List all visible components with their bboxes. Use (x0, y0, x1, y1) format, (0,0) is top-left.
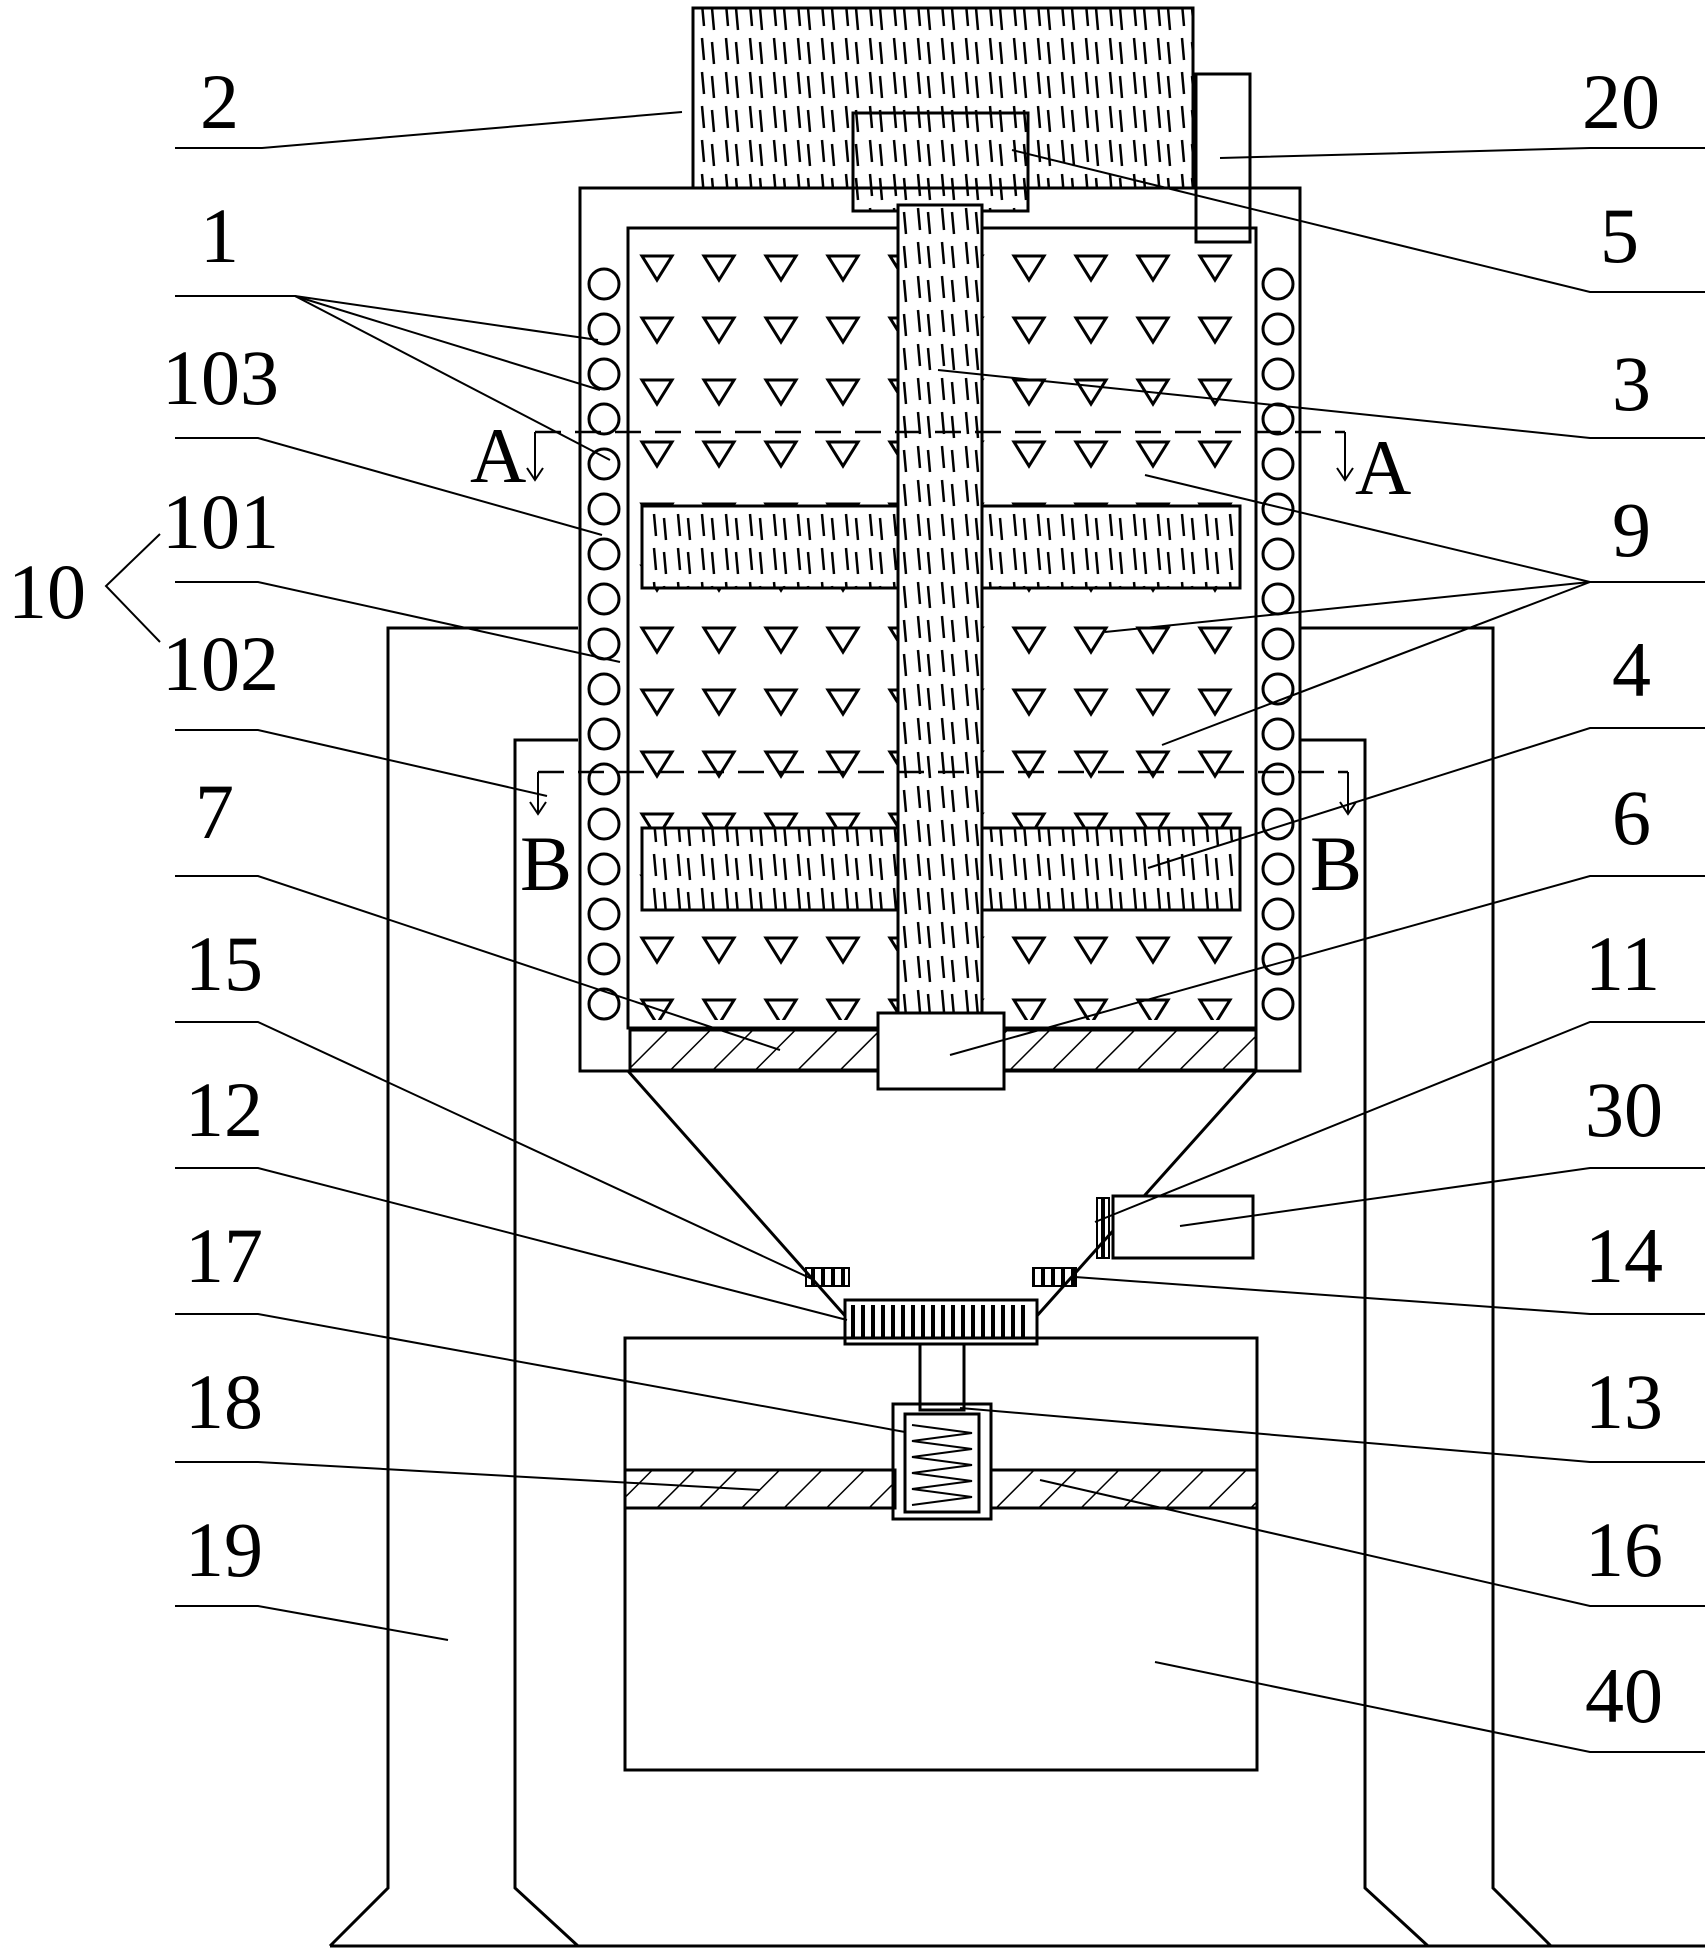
outer-frame (328, 626, 1553, 1948)
label-103: 103 (162, 334, 279, 421)
coil-turn (587, 447, 621, 481)
coil-turn (587, 312, 621, 346)
shaft-bearing (876, 1011, 1006, 1091)
label-1: 1 (200, 192, 239, 279)
label-101: 101 (162, 478, 279, 565)
coil-turn (587, 402, 621, 436)
coil-turn (1261, 672, 1295, 706)
valve-stem (918, 1344, 966, 1412)
coil-turn (587, 267, 621, 301)
label-3: 3 (1612, 340, 1651, 427)
label-7: 7 (195, 768, 234, 855)
spring-coil (911, 1424, 973, 1506)
label-5: 5 (1600, 192, 1639, 279)
section-a-left: A (470, 412, 526, 499)
coil-turn (587, 762, 621, 796)
label-12: 12 (185, 1066, 263, 1153)
leader-lines (104, 111, 1705, 1753)
collection-box (623, 1336, 1259, 1772)
coil-turn (587, 492, 621, 526)
coil-turn (587, 357, 621, 391)
label-6: 6 (1612, 774, 1651, 861)
coil-turn (1261, 267, 1295, 301)
label-2: 2 (200, 58, 239, 145)
coil-turn (587, 897, 621, 931)
lower-blades (640, 826, 1242, 912)
coil-turn (587, 987, 621, 1021)
coil-turn (1261, 582, 1295, 616)
label-4: 4 (1612, 626, 1651, 713)
coil-turn (1261, 402, 1295, 436)
left-limit-block (805, 1267, 850, 1287)
coil-turn (1261, 987, 1295, 1021)
coil-turn (587, 537, 621, 571)
coil-turn (1261, 897, 1295, 931)
label-19: 19 (185, 1506, 263, 1593)
coil-turn (1261, 447, 1295, 481)
section-a-right: A (1355, 424, 1411, 511)
coil-turn (1261, 942, 1295, 976)
coil-turn (1261, 492, 1295, 526)
label-102: 102 (162, 620, 279, 707)
right-limit-block (1032, 1267, 1077, 1287)
section-labels: A A B B (470, 412, 1411, 907)
coil-turn (587, 582, 621, 616)
label-13: 13 (1585, 1358, 1663, 1445)
coil-turn (587, 672, 621, 706)
label-15: 15 (185, 920, 263, 1007)
coil-turn (587, 627, 621, 661)
part-labels: 2 20 1 5 103 3 10 101 9 102 4 7 6 15 11 … (8, 58, 1663, 1739)
label-14: 14 (1585, 1212, 1663, 1299)
support-plate-left (623, 1468, 897, 1510)
support-plate-right (989, 1468, 1259, 1510)
coil-turn (587, 717, 621, 751)
coil-turn (1261, 807, 1295, 841)
sensor-contact (1096, 1197, 1110, 1259)
label-16: 16 (1585, 1506, 1663, 1593)
coil-turn (1261, 357, 1295, 391)
coil-turn (1261, 852, 1295, 886)
coil-turn (1261, 717, 1295, 751)
coil-turn (587, 942, 621, 976)
label-17: 17 (185, 1212, 263, 1299)
label-11: 11 (1585, 920, 1660, 1007)
coil-turn (1261, 537, 1295, 571)
coil-turn (1261, 627, 1295, 661)
label-18: 18 (185, 1358, 263, 1445)
label-10: 10 (8, 548, 86, 635)
label-30: 30 (1585, 1066, 1663, 1153)
section-line-a (526, 430, 1354, 482)
label-9: 9 (1612, 486, 1651, 573)
section-b-right: B (1310, 820, 1362, 907)
upper-blades (640, 504, 1242, 590)
label-20: 20 (1582, 58, 1660, 145)
coil-turn (587, 852, 621, 886)
label-40: 40 (1585, 1652, 1663, 1739)
spring-housing (891, 1402, 993, 1521)
section-b-left: B (520, 820, 572, 907)
coil-turn (1261, 762, 1295, 796)
coil-turn (1261, 312, 1295, 346)
coil-turn (587, 807, 621, 841)
